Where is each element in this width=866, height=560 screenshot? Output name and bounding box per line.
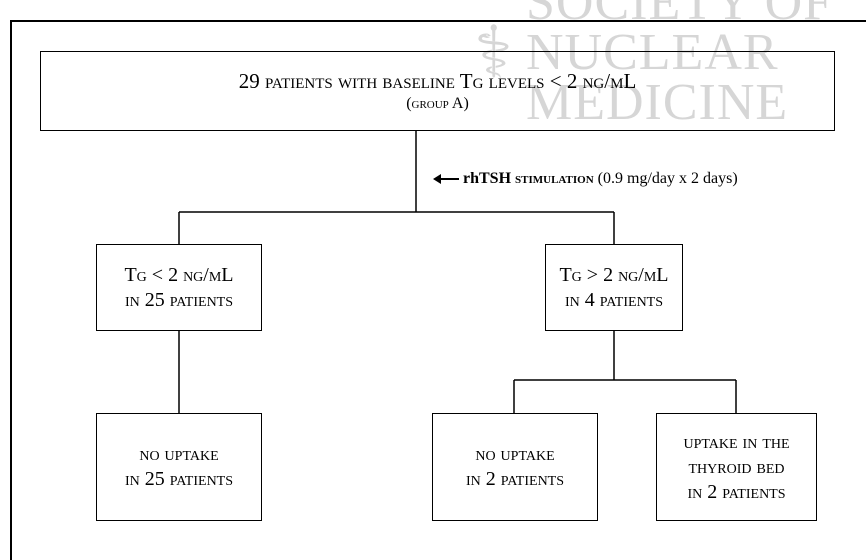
annotation-stimulation: stimulation <box>515 170 594 187</box>
stimulation-annotation: rhTSH stimulation (0.9 mg/day x 2 days) <box>433 168 738 190</box>
connector-lines <box>178 130 737 413</box>
right-node-line-2: in 4 patients <box>564 288 664 311</box>
left-leaf-line-2: in 25 patients <box>124 468 234 490</box>
right-node: Tg > 2 ng/mL in 4 patients <box>545 244 683 331</box>
annotation-dose: (0.9 mg/day x 2 days) <box>597 170 738 187</box>
root-node-title: 29 patients with baseline Tg levels < 2 … <box>238 69 637 93</box>
right-node-line-1: Tg > 2 ng/mL <box>559 263 669 286</box>
society-watermark: ⚕ SOCIETY OF NUCLEAR MEDICINE <box>470 0 866 128</box>
right-leaf-a-line-2: in 2 patients <box>465 468 565 490</box>
right-leaf-b-line-1: uptake in the <box>683 430 790 453</box>
right-leaf-b-line-3: in 2 patients <box>687 480 786 503</box>
watermark-line-2: NUCLEAR <box>526 24 779 81</box>
right-leaf-b-line-2: thyroid bed <box>688 455 785 478</box>
annotation-drug: rhTSH <box>463 170 512 187</box>
watermark-line-1: SOCIETY OF <box>526 0 834 31</box>
right-leaf-a-line-1: no uptake <box>475 443 555 465</box>
watermark-line-3: MEDICINE <box>526 74 789 129</box>
root-node-subtitle: (group A) <box>406 95 469 112</box>
right-leaf-a-node: no uptake in 2 patients <box>432 413 598 521</box>
root-node: 29 patients with baseline Tg levels < 2 … <box>40 51 835 131</box>
flowchart-page: ⚕ SOCIETY OF NUCLEAR MEDICINE 29 patient… <box>10 0 866 560</box>
left-node-line-1: Tg < 2 ng/mL <box>124 263 234 286</box>
left-leaf-node: no uptake in 25 patients <box>96 413 262 521</box>
left-leaf-line-1: no uptake <box>139 443 219 465</box>
figure-frame <box>10 20 866 560</box>
left-arrow-icon <box>433 174 459 184</box>
left-node-line-2: in 25 patients <box>124 288 234 311</box>
caduceus-icon: ⚕ <box>474 13 514 93</box>
right-leaf-b-node: uptake in the thyroid bed in 2 patients <box>656 413 817 521</box>
left-node: Tg < 2 ng/mL in 25 patients <box>96 244 262 331</box>
